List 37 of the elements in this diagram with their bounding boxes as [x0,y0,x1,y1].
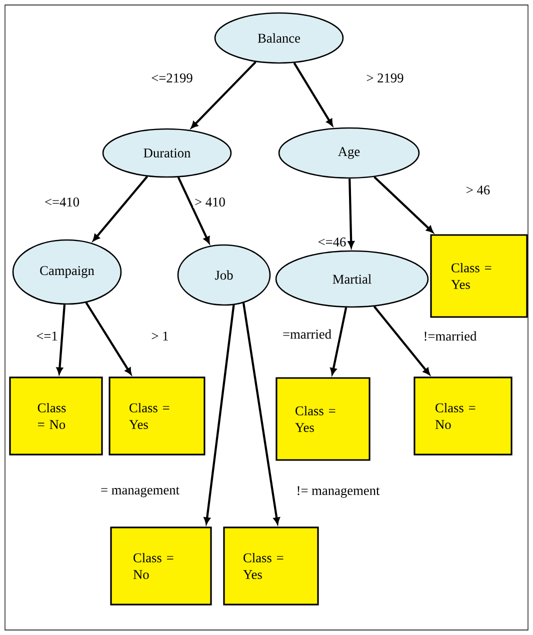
ellipse-node: Age [278,127,420,179]
leaf-box: Class = No [9,376,103,456]
edge-label: !=married [422,330,478,342]
ellipse-node: Balance [214,12,344,64]
edge-label: <=46 [316,236,348,248]
arrow [293,62,333,126]
edge-label: =married [281,328,333,340]
leaf-box: Class = No [414,376,512,456]
edge-label: <=1 [34,330,60,342]
leaf-box: Class = Yes [108,376,206,456]
ellipse-node: Campaign [12,239,122,305]
arrow [348,178,354,248]
edge-label: > 1 [150,330,170,342]
arrow [204,304,235,524]
edge-label: > 410 [193,196,227,208]
edge-label: > 2199 [364,72,406,84]
edge-label: <=2199 [150,72,194,84]
arrow [330,307,348,375]
leaf-box: Class = Yes [223,526,319,606]
arrow [373,306,430,375]
ellipse-node: Martial [275,250,429,308]
arrow [92,176,148,242]
leaf-box: Class = Yes [430,234,528,318]
edge-label: <=410 [43,196,81,208]
arrow [85,302,132,375]
ellipse-node: Duration [102,128,232,178]
leaf-box: Class = Yes [276,377,370,461]
edge-label: > 46 [464,184,492,196]
arrow [374,176,434,233]
arrow [56,304,66,374]
leaf-box: Class = No [110,526,212,606]
ellipse-node: Job [177,244,271,306]
arrow [177,176,210,244]
edge-label: != management [294,484,382,500]
arrow [242,302,280,524]
edge-label: = management [99,485,181,499]
arrow [190,61,256,128]
